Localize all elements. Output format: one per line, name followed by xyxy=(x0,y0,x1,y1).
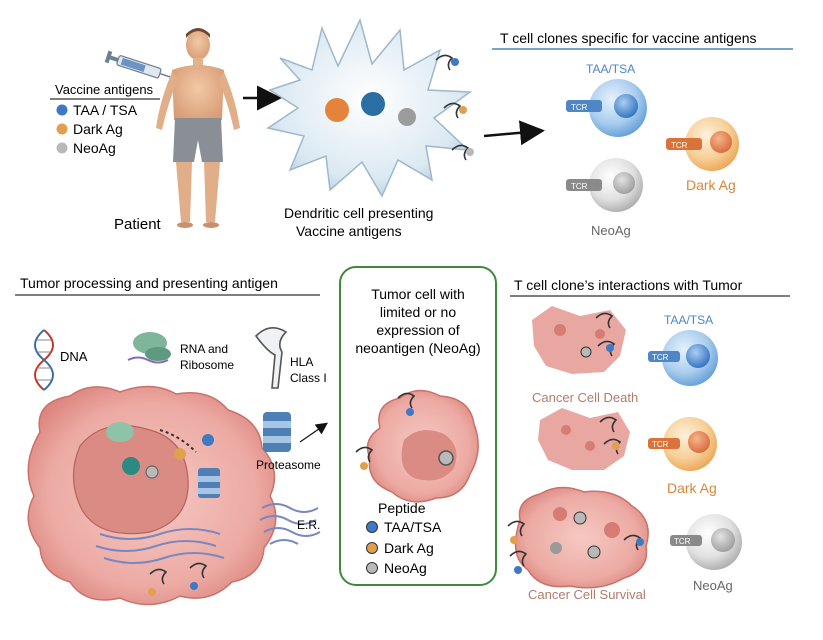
cancer-cell-death-2 xyxy=(538,408,630,470)
legend-vaccine-antigens: Vaccine antigens TAA / TSA Dark Ag NeoAg xyxy=(50,82,160,156)
interactions-neo-label: NeoAg xyxy=(693,578,733,593)
tcell-taa: TCR xyxy=(566,79,647,137)
dc-antigen-gray xyxy=(398,108,416,126)
tcell-taa-label: TAA/TSA xyxy=(586,62,635,76)
legend-title: Vaccine antigens xyxy=(55,82,154,97)
legend-dot-taa xyxy=(56,104,68,116)
peptide-dot-neo xyxy=(366,562,378,574)
hla-label-line2: Class I xyxy=(290,371,327,385)
patient-label: Patient xyxy=(114,216,162,233)
cancer-cell-survival-label: Cancer Cell Survival xyxy=(528,587,646,602)
peptide-title: Peptide xyxy=(378,500,426,516)
syringe-icon xyxy=(104,50,174,79)
dendritic-cell xyxy=(266,17,474,198)
dc-antigen-orange xyxy=(325,98,349,122)
interaction-tcr-neo: TCR xyxy=(674,537,691,546)
dc-antigen-blue xyxy=(361,92,385,116)
interactions-taa-label: TAA/TSA xyxy=(664,313,713,327)
hla-class-1-icon xyxy=(254,327,288,389)
peptide-dot-dark xyxy=(366,542,378,554)
proteasome-icon xyxy=(263,412,291,452)
ribosome-icon xyxy=(127,332,171,364)
tumor-antigen-dark xyxy=(174,448,186,460)
rna-label-line2: Ribosome xyxy=(180,358,234,372)
dna-label: DNA xyxy=(60,349,88,364)
arrow-dc-to-tcells xyxy=(483,120,545,146)
peptide-label-taa: TAA/TSA xyxy=(384,519,442,535)
peptide-label-dark: Dark Ag xyxy=(384,540,434,556)
tumor-processing-title: Tumor processing and presenting antigen xyxy=(20,275,278,291)
hla-label-line1: HLA xyxy=(290,355,313,369)
legend-dot-neo xyxy=(56,142,68,154)
arrow-proteasome xyxy=(299,422,328,443)
tcell-clones-title: T cell clones specific for vaccine antig… xyxy=(500,30,757,46)
er-label: E.R. xyxy=(297,518,320,532)
legend-dot-dark xyxy=(56,123,68,135)
tcr-label-neo: TCR xyxy=(571,182,588,191)
tumor-cell-large xyxy=(27,385,277,606)
box-title-line1: Tumor cell with xyxy=(371,286,465,302)
tcell-dark-label: Dark Ag xyxy=(686,177,736,193)
dc-mhc-top xyxy=(435,54,459,71)
dc-mhc-bottom xyxy=(451,144,474,161)
er-icon xyxy=(259,503,321,545)
tumor-nucleus-teal-dot xyxy=(122,457,140,475)
legend-label-taa: TAA / TSA xyxy=(73,102,138,118)
box-tumor-cell xyxy=(355,389,479,503)
peptide-dot-taa xyxy=(366,521,378,533)
tcr-label-taa: TCR xyxy=(571,103,588,112)
cancer-cell-survival xyxy=(507,486,649,589)
peptide-label-neo: NeoAg xyxy=(384,560,427,576)
dc-caption-line2: Vaccine antigens xyxy=(296,223,402,239)
dc-mhc-middle xyxy=(443,102,467,119)
cancer-cell-death-1 xyxy=(532,306,626,374)
tcell-dark: TCR xyxy=(666,117,739,171)
box-title-line3: expression of xyxy=(376,322,459,338)
interactions-dark-label: Dark Ag xyxy=(667,480,717,496)
tumor-antigen-taa xyxy=(202,434,214,446)
legend-label-dark: Dark Ag xyxy=(73,121,123,137)
box-title-line4: neoantigen (NeoAg) xyxy=(355,340,480,356)
cancer-cell-death-label: Cancer Cell Death xyxy=(532,390,638,405)
interaction-tcr-dark: TCR xyxy=(652,440,669,449)
tcell-neo-label: NeoAg xyxy=(591,223,631,238)
interaction-tcell-taa: TCR xyxy=(648,330,718,386)
rna-label-line1: RNA and xyxy=(180,342,228,356)
dc-caption-line1: Dendritic cell presenting xyxy=(284,205,433,221)
interactions-title: T cell clone’s interactions with Tumor xyxy=(514,277,743,293)
dna-icon xyxy=(34,329,54,391)
interaction-tcell-dark: TCR xyxy=(648,417,717,471)
legend-label-neo: NeoAg xyxy=(73,140,116,156)
interaction-tcell-neo: TCR xyxy=(670,514,742,570)
patient-figure xyxy=(156,28,240,228)
interaction-tcr-taa: TCR xyxy=(652,353,669,362)
tcell-neo: TCR xyxy=(566,158,643,212)
tumor-antigen-neo xyxy=(145,465,159,479)
box-neoag-dot xyxy=(438,450,454,466)
box-title-line2: limited or no xyxy=(380,304,456,320)
proteasome-label: Proteasome xyxy=(256,458,321,472)
tcr-label-dark: TCR xyxy=(671,141,688,150)
